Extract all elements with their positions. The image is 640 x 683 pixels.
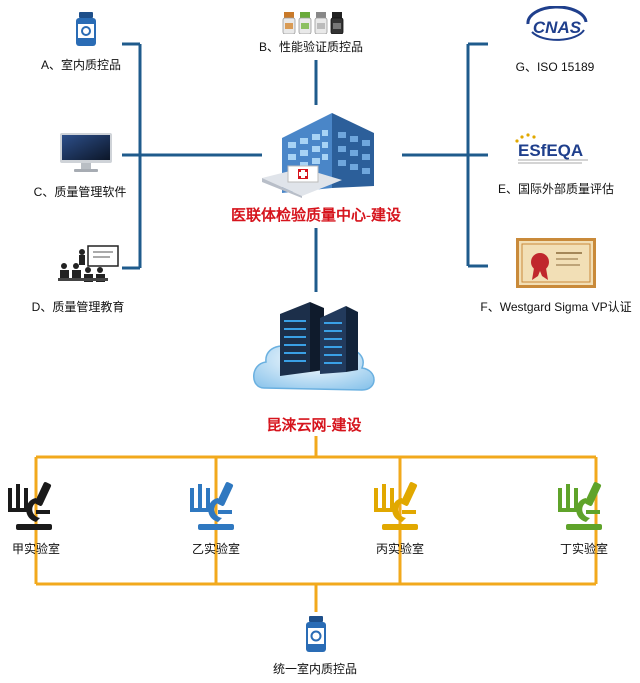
- top-item-label: B、性能验证质控品: [258, 40, 364, 54]
- left-item-a-label: A、室内质控品: [40, 58, 122, 72]
- microscope-icon-1: [8, 482, 52, 530]
- esfeqa-logo-text: ESfEQA: [518, 141, 583, 160]
- lab-label-2: 乙实验室: [191, 542, 241, 556]
- lab-label-3: 丙实验室: [375, 542, 425, 556]
- cnas-logo-icon: CNAS: [526, 6, 588, 41]
- vials-icon: [282, 12, 344, 34]
- left-item-d-label: D、质量管理教育: [31, 300, 125, 314]
- microscope-icon-3: [374, 482, 418, 530]
- cnas-logo-text: CNAS: [533, 18, 582, 37]
- cloud-title: 昆涞云网-建设: [266, 418, 362, 434]
- esfeqa-logo-icon: ESfEQA: [515, 133, 588, 164]
- cloud-server-icon: [253, 302, 375, 391]
- certificate-icon: [516, 238, 596, 288]
- lab-label-1: 甲实验室: [11, 542, 61, 556]
- right-item-e-label: E、国际外部质量评估: [497, 182, 615, 196]
- monitor-icon: [60, 133, 112, 172]
- microscope-icon-2: [190, 482, 234, 530]
- left-item-c-label: C、质量管理软件: [33, 185, 127, 199]
- classroom-icon: [58, 245, 119, 282]
- microscope-icon-4: [558, 482, 602, 530]
- bottom-reagent-bottle-icon: [306, 616, 326, 652]
- bottom-item-label: 统一室内质控品: [272, 662, 358, 676]
- reagent-bottle-icon: [76, 12, 96, 46]
- lab-label-4: 丁实验室: [559, 542, 609, 556]
- hospital-building-icon: [262, 113, 374, 198]
- center-title: 医联体检验质量中心-建设: [231, 208, 401, 224]
- right-item-g-label: G、ISO 15189: [515, 60, 595, 74]
- right-item-f-label: F、Westgard Sigma VP认证: [480, 300, 632, 314]
